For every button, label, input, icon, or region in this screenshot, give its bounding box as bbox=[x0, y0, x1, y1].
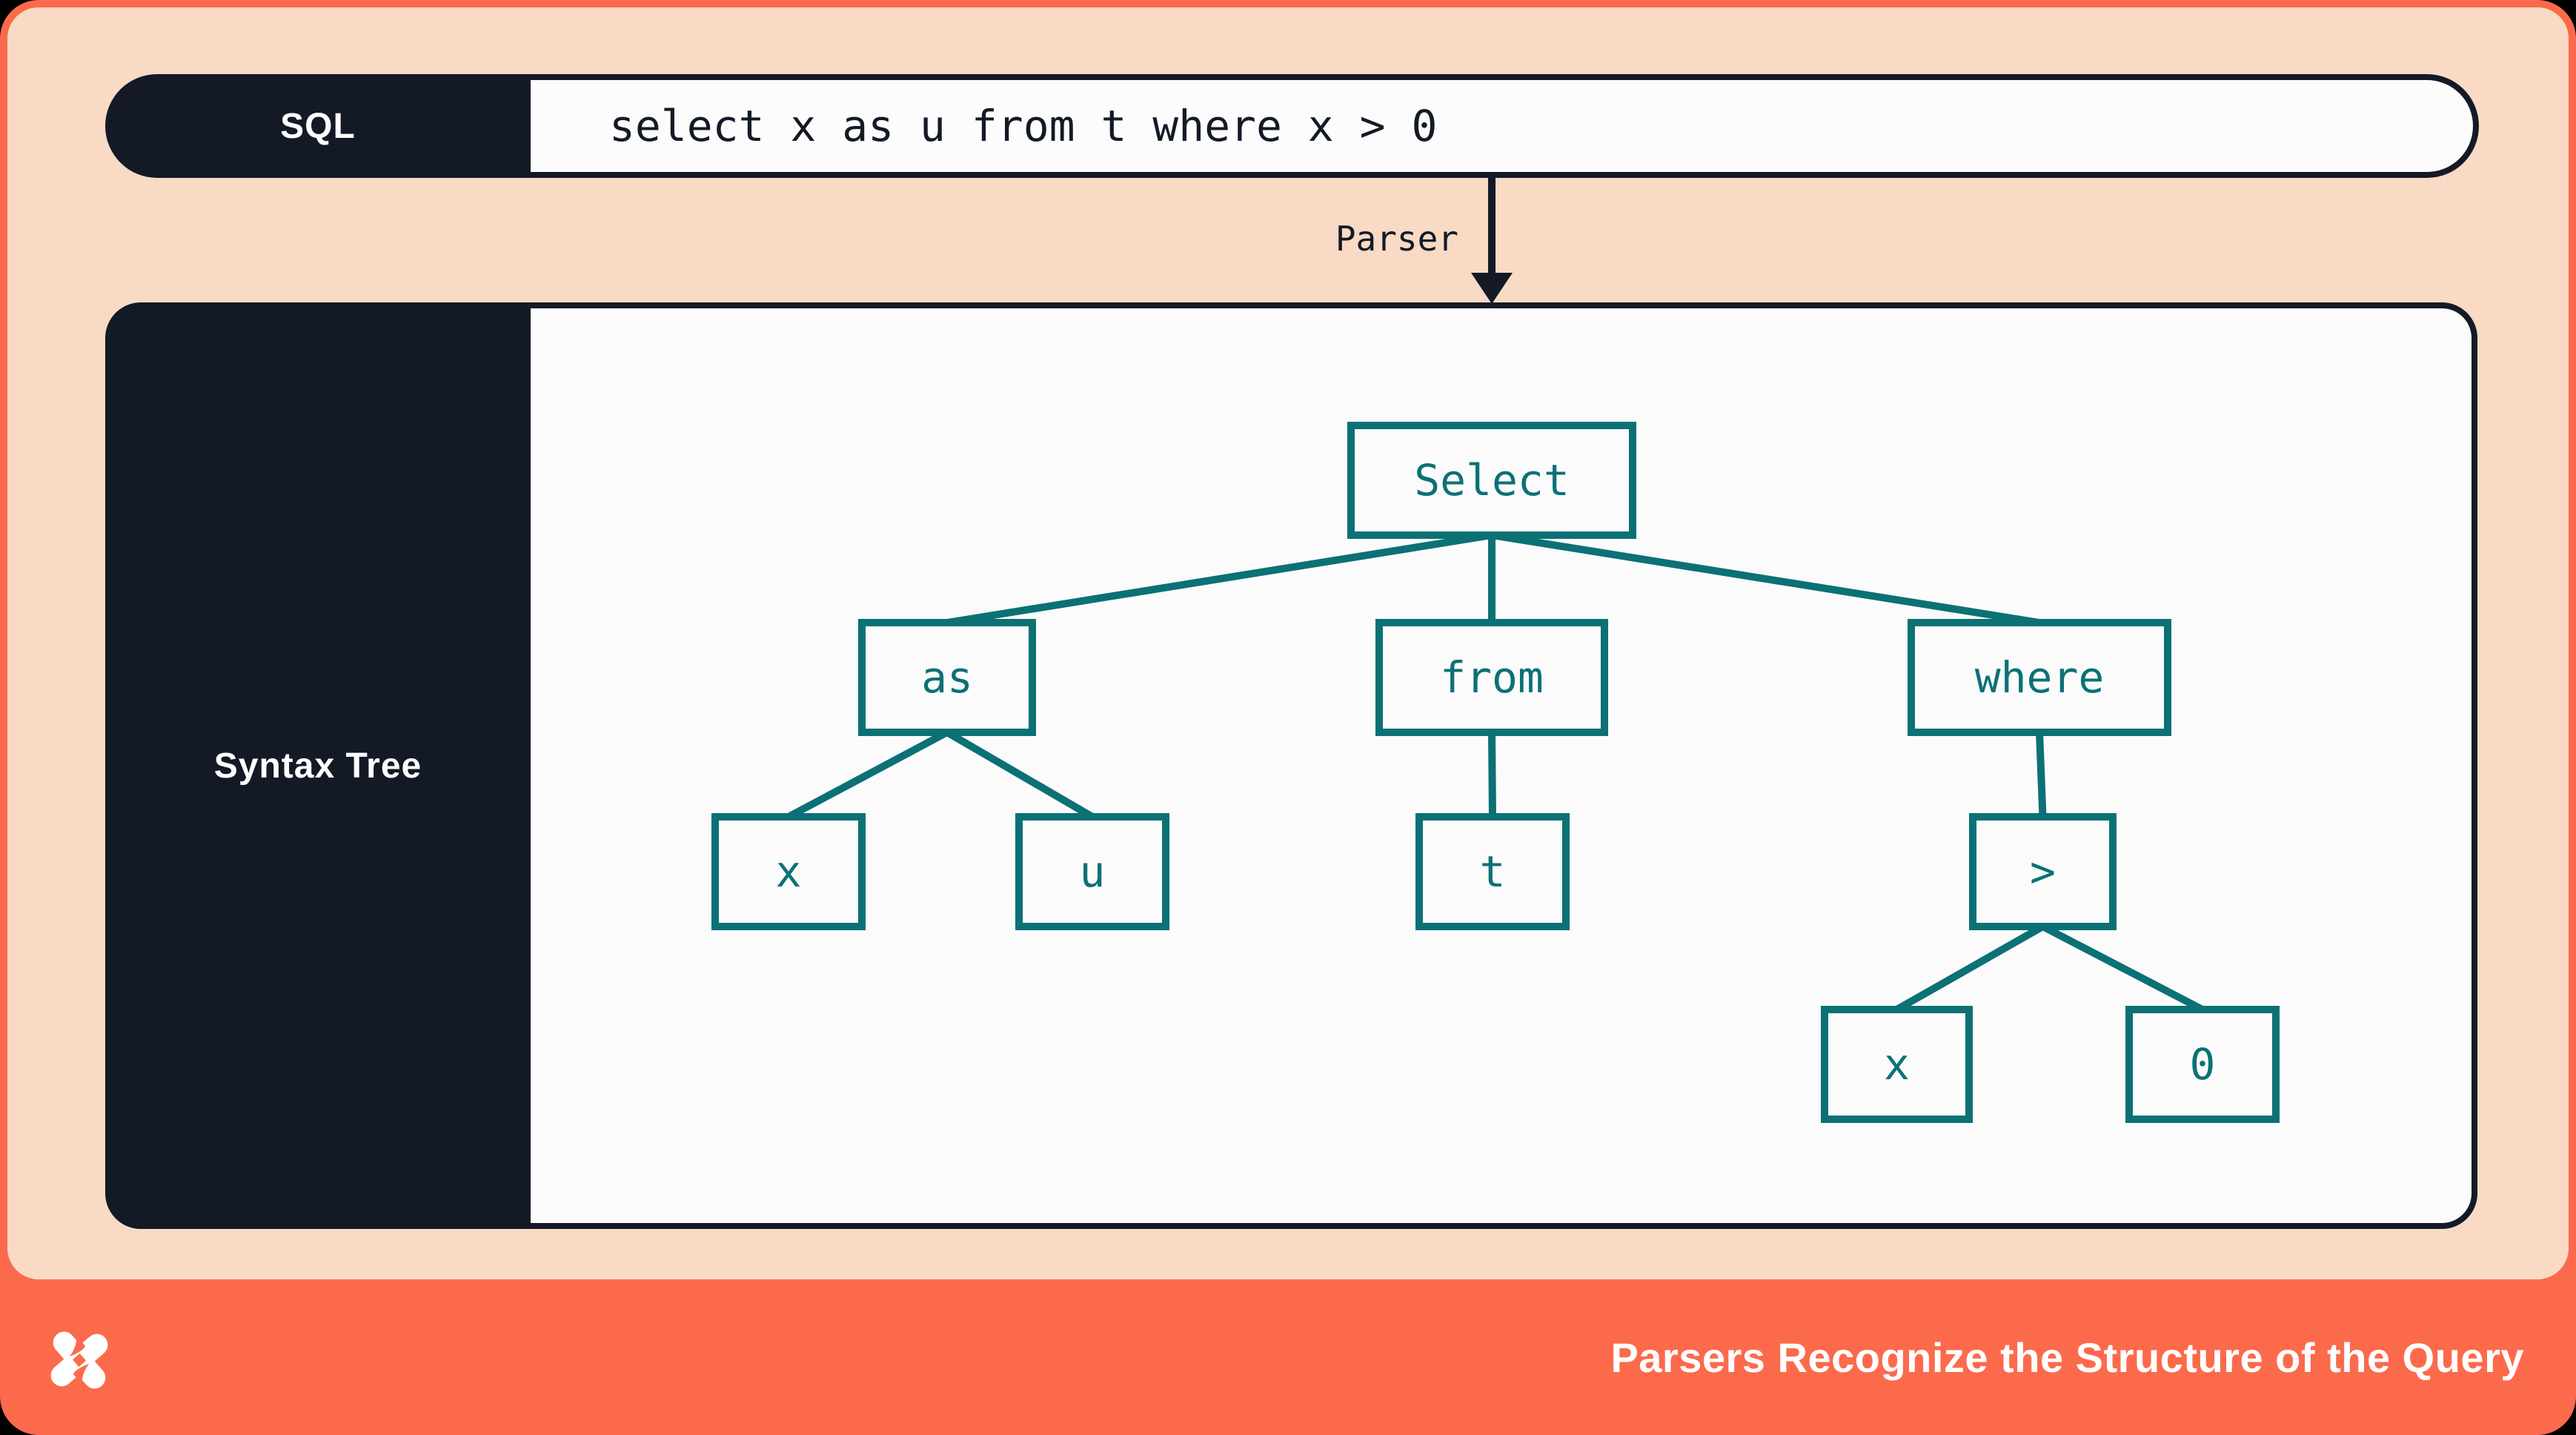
tree-node-x2 bbox=[1821, 1006, 1973, 1123]
syntax-tree-panel: Syntax Tree Select as from where x u t > x 0 bbox=[105, 302, 2477, 1229]
tree-edge-select-as bbox=[946, 531, 1493, 626]
tree-node-label-select: Select bbox=[1414, 455, 1570, 506]
tree-node-label-from: from bbox=[1440, 652, 1544, 703]
tree-node-from bbox=[1375, 619, 1608, 736]
tree-node-t bbox=[1415, 813, 1570, 930]
tree-edge-gt-x2 bbox=[1895, 923, 2045, 1013]
tree-edge-as-x1 bbox=[786, 729, 949, 821]
tree-node-select bbox=[1347, 422, 1636, 539]
tree-node-u bbox=[1015, 813, 1169, 930]
footer-title: Parsers Recognize the Structure of the Q… bbox=[1610, 1333, 2524, 1381]
tree-node-label-x1: x bbox=[776, 846, 802, 897]
tree-edge-where-gt bbox=[2036, 732, 2047, 818]
sql-bar: SQL select x as u from t where x > 0 bbox=[105, 74, 2479, 178]
syntax-tree-label: Syntax Tree bbox=[213, 746, 422, 786]
tree-node-x1 bbox=[711, 813, 866, 930]
parser-label: Parser bbox=[1335, 219, 1458, 259]
tree-edge-from-t bbox=[1488, 732, 1496, 818]
tree-node-label-zero: 0 bbox=[2190, 1039, 2216, 1090]
tree-edge-gt-zero bbox=[2041, 923, 2205, 1013]
tree-node-label-x2: x bbox=[1884, 1039, 1910, 1090]
tree-node-label-t: t bbox=[1480, 846, 1506, 897]
tree-edge-as-u bbox=[945, 729, 1095, 821]
tree-edge-select-where bbox=[1491, 531, 2040, 626]
parser-arrow-head-icon bbox=[1471, 273, 1513, 304]
tree-node-where bbox=[1908, 619, 2171, 736]
tree-node-label-gt: > bbox=[2030, 846, 2056, 897]
content-panel: SQL select x as u from t where x > 0 Par… bbox=[7, 7, 2569, 1279]
tree-node-as bbox=[858, 619, 1036, 736]
syntax-tree-svg: Select as from where x u t > x 0 bbox=[711, 422, 2280, 1123]
tree-node-label-where: where bbox=[1975, 652, 2105, 703]
tree-node-gt bbox=[1969, 813, 2117, 930]
footer-bar: Parsers Recognize the Structure of the Q… bbox=[0, 1279, 2576, 1435]
tree-node-label-as: as bbox=[921, 652, 973, 703]
sql-query-text: select x as u from t where x > 0 bbox=[531, 80, 2473, 172]
sql-bar-label: SQL bbox=[280, 106, 356, 146]
tree-node-zero bbox=[2125, 1006, 2280, 1123]
pinwheel-star-icon bbox=[50, 1331, 108, 1389]
tree-node-label-u: u bbox=[1080, 846, 1106, 897]
parser-arrow-line bbox=[1488, 178, 1496, 273]
syntax-tree-canvas: Select as from where x u t > x 0 bbox=[531, 308, 2472, 1223]
